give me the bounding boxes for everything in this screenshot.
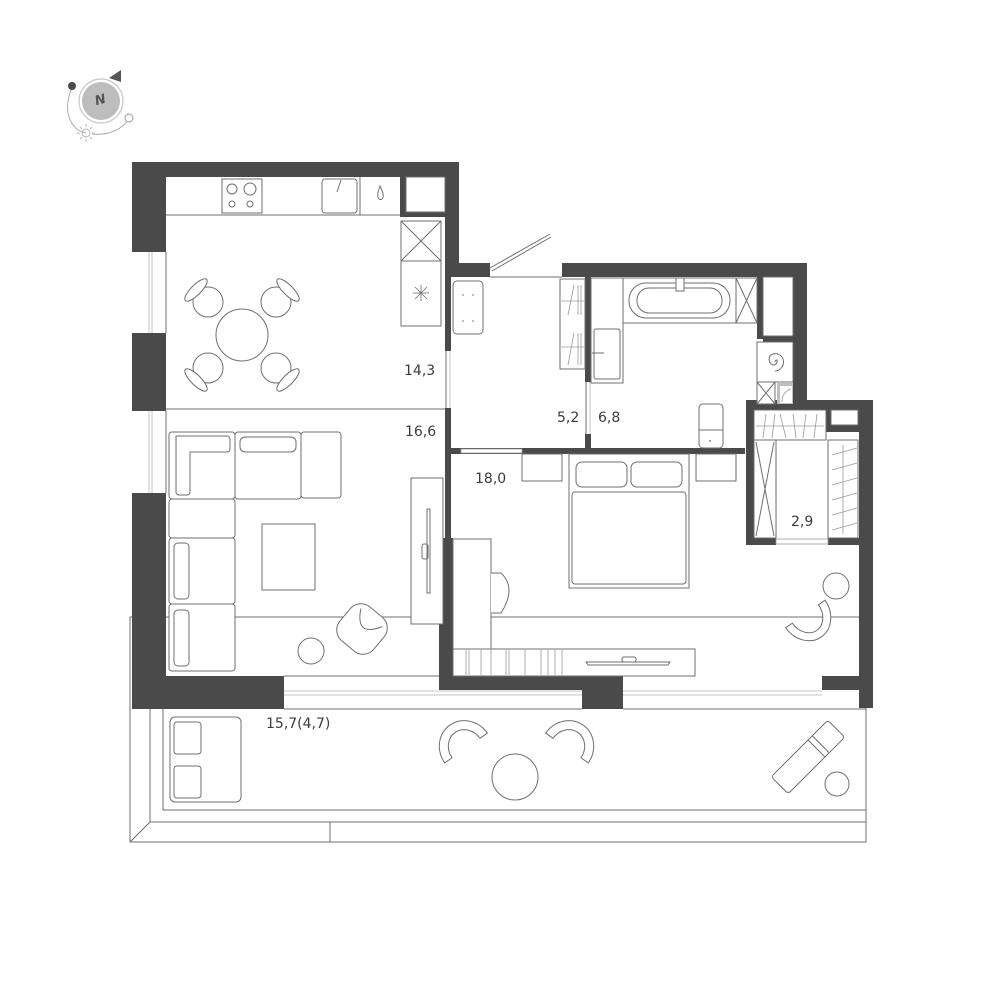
vanity (590, 277, 624, 384)
living-room-furniture (168, 431, 444, 672)
coffee-table (261, 523, 316, 591)
nightstand-left (521, 453, 563, 482)
walls (132, 162, 873, 709)
kitchen-area-label: 14,3 (404, 363, 436, 379)
spiral-icon (768, 353, 784, 372)
desk-chair (491, 572, 510, 614)
washbasin-icon (593, 328, 621, 380)
side-table (297, 637, 325, 665)
terrace-furniture (169, 716, 850, 803)
living-room-area-label: 16,6 (405, 424, 437, 440)
outdoor-chair-left (438, 720, 488, 764)
terrace-area-label: 15,7(4,7) (266, 716, 331, 732)
boiler (756, 341, 794, 383)
wardrobe-area-label: 2,9 (791, 514, 814, 530)
armchair (336, 603, 388, 655)
compass-dot-icon (68, 82, 76, 90)
hallway-furniture (452, 278, 586, 370)
bedroom-furniture (452, 453, 850, 677)
bench (452, 280, 484, 335)
hallway-area-label: 5,2 (557, 410, 580, 426)
wardrobe-furniture (753, 409, 859, 539)
compass-disc (82, 82, 120, 120)
desk (452, 538, 492, 650)
sun-lounger (771, 720, 845, 794)
dining-table (215, 308, 269, 362)
terrace-outline (129, 616, 867, 843)
bedroom-armchair (785, 599, 832, 642)
bedroom-tv-icon (585, 661, 671, 666)
bathroom-area-label: 6,8 (598, 410, 621, 426)
bedroom-area-label: 18,0 (475, 471, 507, 487)
outdoor-chair-right (545, 720, 595, 764)
water-drop-icon (377, 184, 384, 200)
bathroom-furniture (590, 277, 794, 449)
sun-icon (77, 124, 95, 142)
dining-chairs (184, 278, 300, 392)
kitchen-furniture (166, 177, 442, 392)
stove-icon (221, 178, 263, 214)
windows (132, 233, 866, 710)
outdoor-table (491, 753, 539, 801)
lounger-side-table (824, 771, 850, 797)
corner-sofa (168, 431, 342, 672)
bedroom-side-table (822, 572, 850, 600)
nightstand-right (695, 453, 737, 482)
double-bed (568, 453, 690, 589)
toilet-icon (698, 403, 724, 449)
north-arrow-icon (109, 70, 121, 82)
compass (67, 70, 134, 142)
tv-icon (426, 508, 431, 594)
sink-icon (321, 178, 358, 214)
